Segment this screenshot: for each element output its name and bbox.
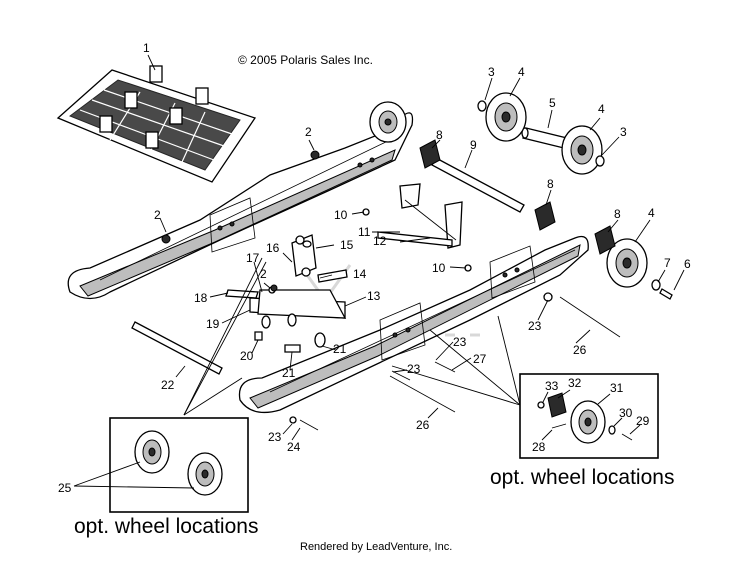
callout-6: 6 xyxy=(684,257,691,271)
callout-8: 8 xyxy=(436,128,443,142)
callout-30: 30 xyxy=(619,406,633,420)
callout-17: 17 xyxy=(246,251,260,265)
callout-26: 26 xyxy=(573,343,587,357)
option-box-right-caption: opt. wheel locations xyxy=(490,466,675,489)
callout-3: 3 xyxy=(620,125,627,139)
track-illustration xyxy=(56,65,257,183)
rear-idler-left-rail xyxy=(369,101,407,143)
callout-1: 1 xyxy=(143,41,150,55)
front-lower-arm xyxy=(225,286,347,353)
callout-23: 23 xyxy=(268,430,282,444)
callout-9: 9 xyxy=(470,138,477,152)
copyright-notice: © 2005 Polaris Sales Inc. xyxy=(238,53,373,67)
callout-3: 3 xyxy=(488,65,495,79)
rear-wheel-low xyxy=(606,238,648,288)
callout-11: 11 xyxy=(358,225,371,239)
callout-4: 4 xyxy=(518,65,525,79)
callout-21: 21 xyxy=(282,366,296,380)
callout-21: 21 xyxy=(333,342,347,356)
leader-lines xyxy=(147,54,685,441)
callout-15: 15 xyxy=(340,238,354,252)
callout-33: 33 xyxy=(545,379,559,393)
callout-32: 32 xyxy=(568,376,582,390)
axle-blocks xyxy=(419,139,616,255)
callout-28: 28 xyxy=(532,440,546,454)
callout-7: 7 xyxy=(664,256,671,270)
callout-10: 10 xyxy=(334,208,348,222)
callout-31: 31 xyxy=(610,381,624,395)
option-box-right xyxy=(519,373,659,459)
callout-26: 26 xyxy=(416,418,430,432)
hardware xyxy=(161,150,472,431)
option-box-left xyxy=(73,417,249,513)
rail-right xyxy=(238,235,589,414)
option-box-left-caption: opt. wheel locations xyxy=(74,515,259,538)
callout-23: 23 xyxy=(407,362,421,376)
spacer-parts xyxy=(477,100,673,300)
callout-labels: 1 2 2 2 3 3 4 4 4 5 6 7 8 8 8 9 10 10 11… xyxy=(58,41,691,495)
callout-19: 19 xyxy=(206,317,220,331)
callout-12: 12 xyxy=(373,234,387,248)
callout-23: 23 xyxy=(528,319,542,333)
shafts xyxy=(131,292,621,413)
callout-8: 8 xyxy=(547,177,554,191)
callout-2: 2 xyxy=(154,208,161,222)
link-bracket xyxy=(291,234,348,283)
callout-4: 4 xyxy=(648,206,655,220)
callout-13: 13 xyxy=(367,289,381,303)
callout-25: 25 xyxy=(58,481,72,495)
front-arm xyxy=(377,183,463,249)
callout-2: 2 xyxy=(260,267,267,281)
callout-20: 20 xyxy=(240,349,254,363)
callout-8: 8 xyxy=(614,207,621,221)
callout-23: 23 xyxy=(453,335,467,349)
callout-27: 27 xyxy=(473,352,487,366)
rear-wheel-top xyxy=(485,92,527,142)
rear-wheel-mid xyxy=(561,125,603,175)
callout-4: 4 xyxy=(598,102,605,116)
callout-5: 5 xyxy=(549,96,556,110)
callout-29: 29 xyxy=(636,414,650,428)
callout-10: 10 xyxy=(432,261,446,275)
callout-22: 22 xyxy=(161,378,175,392)
rail-left xyxy=(67,112,414,300)
render-credit: Rendered by LeadVenture, Inc. xyxy=(300,541,453,553)
callout-24: 24 xyxy=(287,440,301,454)
callout-14: 14 xyxy=(353,267,367,281)
callout-2: 2 xyxy=(305,125,312,139)
callout-18: 18 xyxy=(194,291,208,305)
rear-axle xyxy=(431,157,525,213)
callout-16: 16 xyxy=(266,241,280,255)
